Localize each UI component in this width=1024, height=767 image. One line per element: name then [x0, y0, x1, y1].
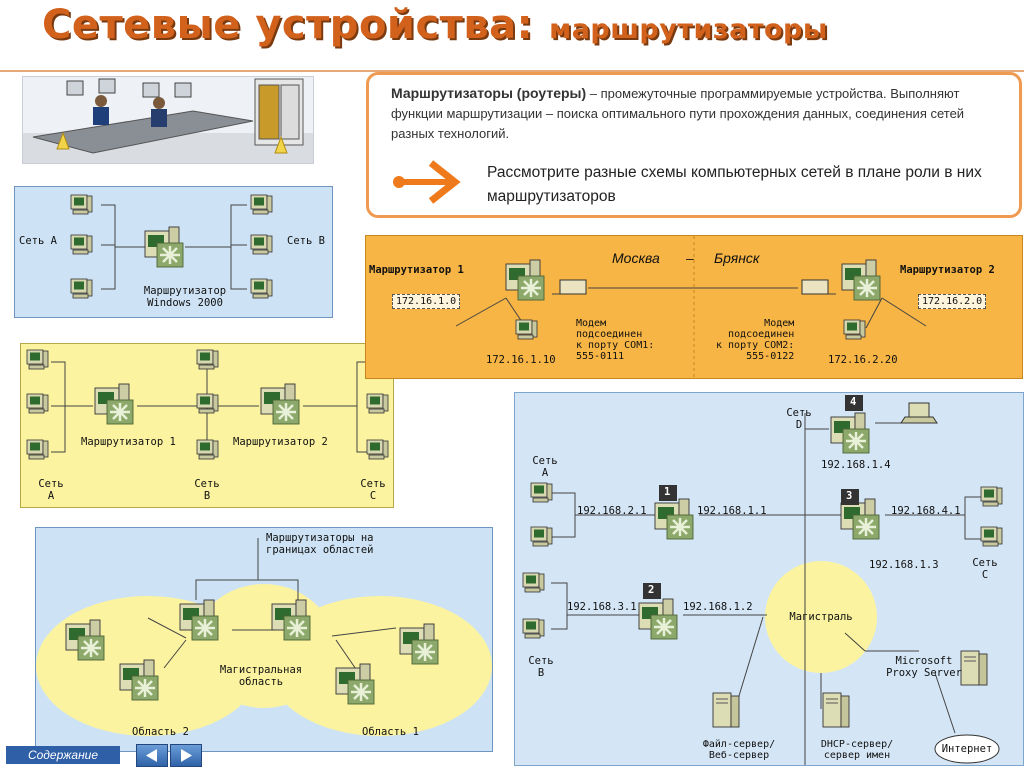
area-border-routers-label: Маршрутизаторы на границах областей	[266, 532, 374, 556]
net-c-label: Сеть C	[360, 478, 386, 502]
diagram1-lines	[70, 194, 273, 299]
router-label: Маршрутизатор Windows 2000	[143, 285, 227, 309]
backbone-area-label: Магистральная область	[219, 664, 303, 688]
net-c-label: Сеть C	[972, 557, 998, 581]
definition-text: Маршрутизаторы (роутеры) – промежуточные…	[391, 83, 991, 144]
page-title: Сетевые устройства: маршрутизаторы	[42, 2, 828, 48]
router1-label: Маршрутизатор 1	[81, 436, 176, 448]
proxy-server-label: Microsoft Proxy Server	[886, 655, 962, 679]
host2-ip: 172.16.2.20	[828, 354, 898, 366]
city-dash: –	[686, 250, 694, 266]
router-2-badge: 2	[648, 584, 655, 596]
internet-label: Интернет	[941, 743, 993, 755]
diagram-dialup-routers: Москва – Брянск Маршрутизатор 1 Маршрути…	[365, 235, 1023, 379]
router-1-badge: 1	[664, 486, 671, 498]
ip-192-168-3-1: 192.168.3.1	[567, 601, 637, 613]
definition-term: Маршрутизаторы (роутеры)	[391, 85, 587, 101]
title-subtitle: маршрутизаторы	[549, 14, 828, 45]
ip-192-168-2-1: 192.168.2.1	[577, 505, 647, 517]
router-3-badge: 3	[846, 490, 853, 502]
city-left-label: Москва	[612, 250, 660, 266]
ip-192-168-1-2: 192.168.1.2	[683, 601, 753, 613]
net1-ip: 172.16.1.0	[392, 294, 461, 309]
modem2-label: Модем подсоединен к порту COM2: 555-0122	[716, 318, 795, 362]
area2-label: Область 2	[132, 726, 189, 738]
net2-ip: 172.16.2.0	[918, 294, 987, 309]
net-a-label: Сеть А	[38, 478, 64, 502]
modem1-label: Модем подсоединен к порту COM1: 555-0111	[576, 318, 655, 362]
hint-text: Рассмотрите разные схемы компьютерных се…	[487, 164, 982, 205]
title-divider	[0, 70, 1024, 72]
diagram3-shapes	[36, 538, 492, 736]
net-a-label: Сеть А	[19, 235, 57, 247]
ip-192-168-4-1: 192.168.4.1	[891, 505, 961, 517]
diagram4-lines	[455, 236, 927, 378]
title-main: Сетевые устройства:	[42, 2, 534, 48]
net-a-label: Сеть А	[532, 455, 558, 479]
contents-button[interactable]: Содержание	[6, 746, 120, 764]
next-slide-button[interactable]	[170, 744, 202, 767]
office-scene-image	[23, 78, 313, 163]
host1-ip: 172.16.1.10	[486, 354, 556, 366]
diagram-backbone-network: 1 2 3 4 Сеть А Сеть B Сеть C Сеть D 192.…	[514, 392, 1024, 766]
office-illustration	[22, 76, 314, 164]
ip-192-168-1-4: 192.168.1.4	[821, 459, 891, 471]
net-b-label: Сеть B	[528, 655, 554, 679]
arrow-right-icon	[393, 160, 461, 204]
diagram-areas: Маршрутизаторы на границах областей Маги…	[35, 527, 493, 752]
dhcp-server-label: DHCP-сервер/ сервер имен	[820, 739, 894, 761]
router-4-badge: 4	[850, 396, 857, 408]
backbone-label: Магистраль	[789, 611, 853, 623]
diagram5-lines	[522, 395, 1003, 765]
arrow-left-icon	[146, 749, 157, 762]
router2-label: Маршрутизатор 2	[900, 264, 995, 276]
diagram-lan-router: Сеть А Сеть B Маршрутизатор Windows 2000	[14, 186, 333, 318]
router1-label: Маршрутизатор 1	[369, 264, 464, 276]
net-b-label: Сеть B	[194, 478, 220, 502]
definition-body: – промежуточные программируемые устройст…	[391, 86, 965, 141]
net-d-label: Сеть D	[786, 407, 812, 431]
router2-label: Маршрутизатор 2	[233, 436, 328, 448]
prev-slide-button[interactable]	[136, 744, 168, 767]
file-server-label: Файл-сервер/ Веб-сервер	[702, 739, 776, 761]
ip-192-168-1-3: 192.168.1.3	[869, 559, 939, 571]
diagram-two-routers: Маршрутизатор 1 Маршрутизатор 2 Сеть А С…	[20, 343, 394, 508]
city-right-label: Брянск	[714, 250, 760, 266]
arrow-right-nav-icon	[181, 749, 192, 762]
definition-box: Маршрутизаторы (роутеры) – промежуточные…	[366, 72, 1022, 218]
area1-label: Область 1	[362, 726, 419, 738]
ip-192-168-1-1: 192.168.1.1	[697, 505, 767, 517]
diagram2-lines	[26, 349, 389, 460]
net-b-label: Сеть B	[287, 235, 325, 247]
